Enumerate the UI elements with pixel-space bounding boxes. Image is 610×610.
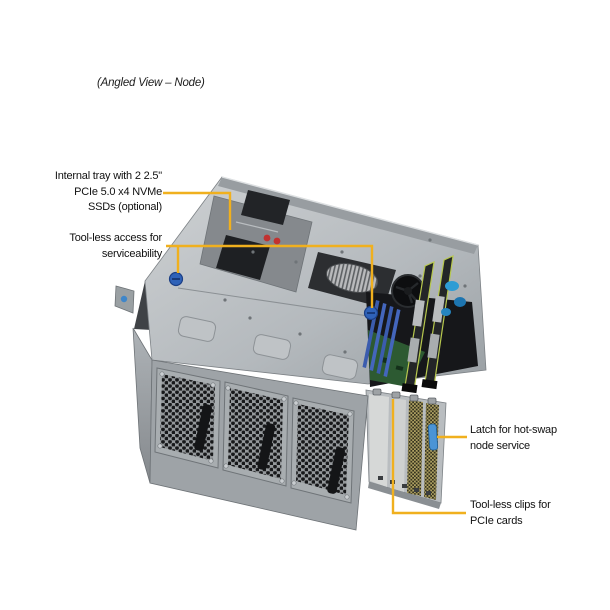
view-angle-caption: (Angled View – Node) <box>97 77 205 89</box>
toolless-thumbscrew-right <box>363 305 379 321</box>
rear-wall-edge <box>218 177 478 254</box>
internal-ssd-tray <box>199 190 313 293</box>
callout-line-internal-tray <box>163 191 232 230</box>
fan-module-2 <box>222 381 289 487</box>
callout-toolless-clips: Tool-less clips for PCIe cards <box>470 498 590 529</box>
pcie-bracket-panel <box>365 388 447 509</box>
warning-sticker <box>273 237 281 245</box>
callout-hotswap-latch: Latch for hot-swap node service <box>470 423 590 454</box>
pcie-bracket-blank <box>369 394 389 487</box>
chassis <box>114 176 487 531</box>
callout-text-line: Latch for hot-swap <box>470 424 557 436</box>
rear-edge-highlight <box>221 176 479 246</box>
left-handle-tab <box>114 285 135 314</box>
callout-text-line: node service <box>470 439 530 452</box>
chassis-bottom-rail <box>368 482 441 509</box>
fan-module-1 <box>154 367 221 469</box>
hotswap-node-latch <box>427 423 439 451</box>
blue-cables <box>441 281 466 316</box>
callout-line-toolless-clips <box>391 399 466 515</box>
pcie-bracket-vented <box>407 400 423 496</box>
fan-grille <box>228 388 283 479</box>
callout-text-line: PCIe 5.0 x4 NVMe <box>74 185 162 198</box>
fan-handle <box>257 423 276 470</box>
toolless-thumbscrew-left <box>168 271 184 287</box>
fan-wall <box>149 359 369 531</box>
fan-screws <box>157 371 353 500</box>
cover-seam <box>177 287 376 318</box>
left-latch-blue <box>120 295 128 303</box>
callout-line-toolless-access <box>166 244 374 308</box>
callout-lines <box>163 191 467 515</box>
fan-handle <box>327 447 346 494</box>
callout-text-line: PCIe cards <box>470 514 523 527</box>
pcie-toolless-clips <box>372 388 437 405</box>
callout-text-line: Tool-less clips for <box>470 499 551 511</box>
stamped-reliefs <box>177 316 359 380</box>
warning-sticker <box>263 234 271 242</box>
callout-text-line: Internal tray with 2 2.5" <box>54 170 162 182</box>
left-side-panel <box>132 327 153 484</box>
motherboard-bay <box>362 255 478 394</box>
cpu-fan <box>391 274 425 308</box>
fan-handle <box>194 404 213 451</box>
tray-opening <box>241 190 290 225</box>
callout-text-line: SSDs (optional) <box>87 201 162 213</box>
fan-module-3 <box>290 397 355 504</box>
callout-internal-tray: Internal tray with 2 2.5" PCIe 5.0 x4 NV… <box>28 169 162 216</box>
callout-text-line: Tool-less access for <box>69 232 162 244</box>
callout-text-line: serviceability <box>101 247 162 260</box>
callout-toolless-access: Tool-less access for serviceability <box>28 231 162 262</box>
